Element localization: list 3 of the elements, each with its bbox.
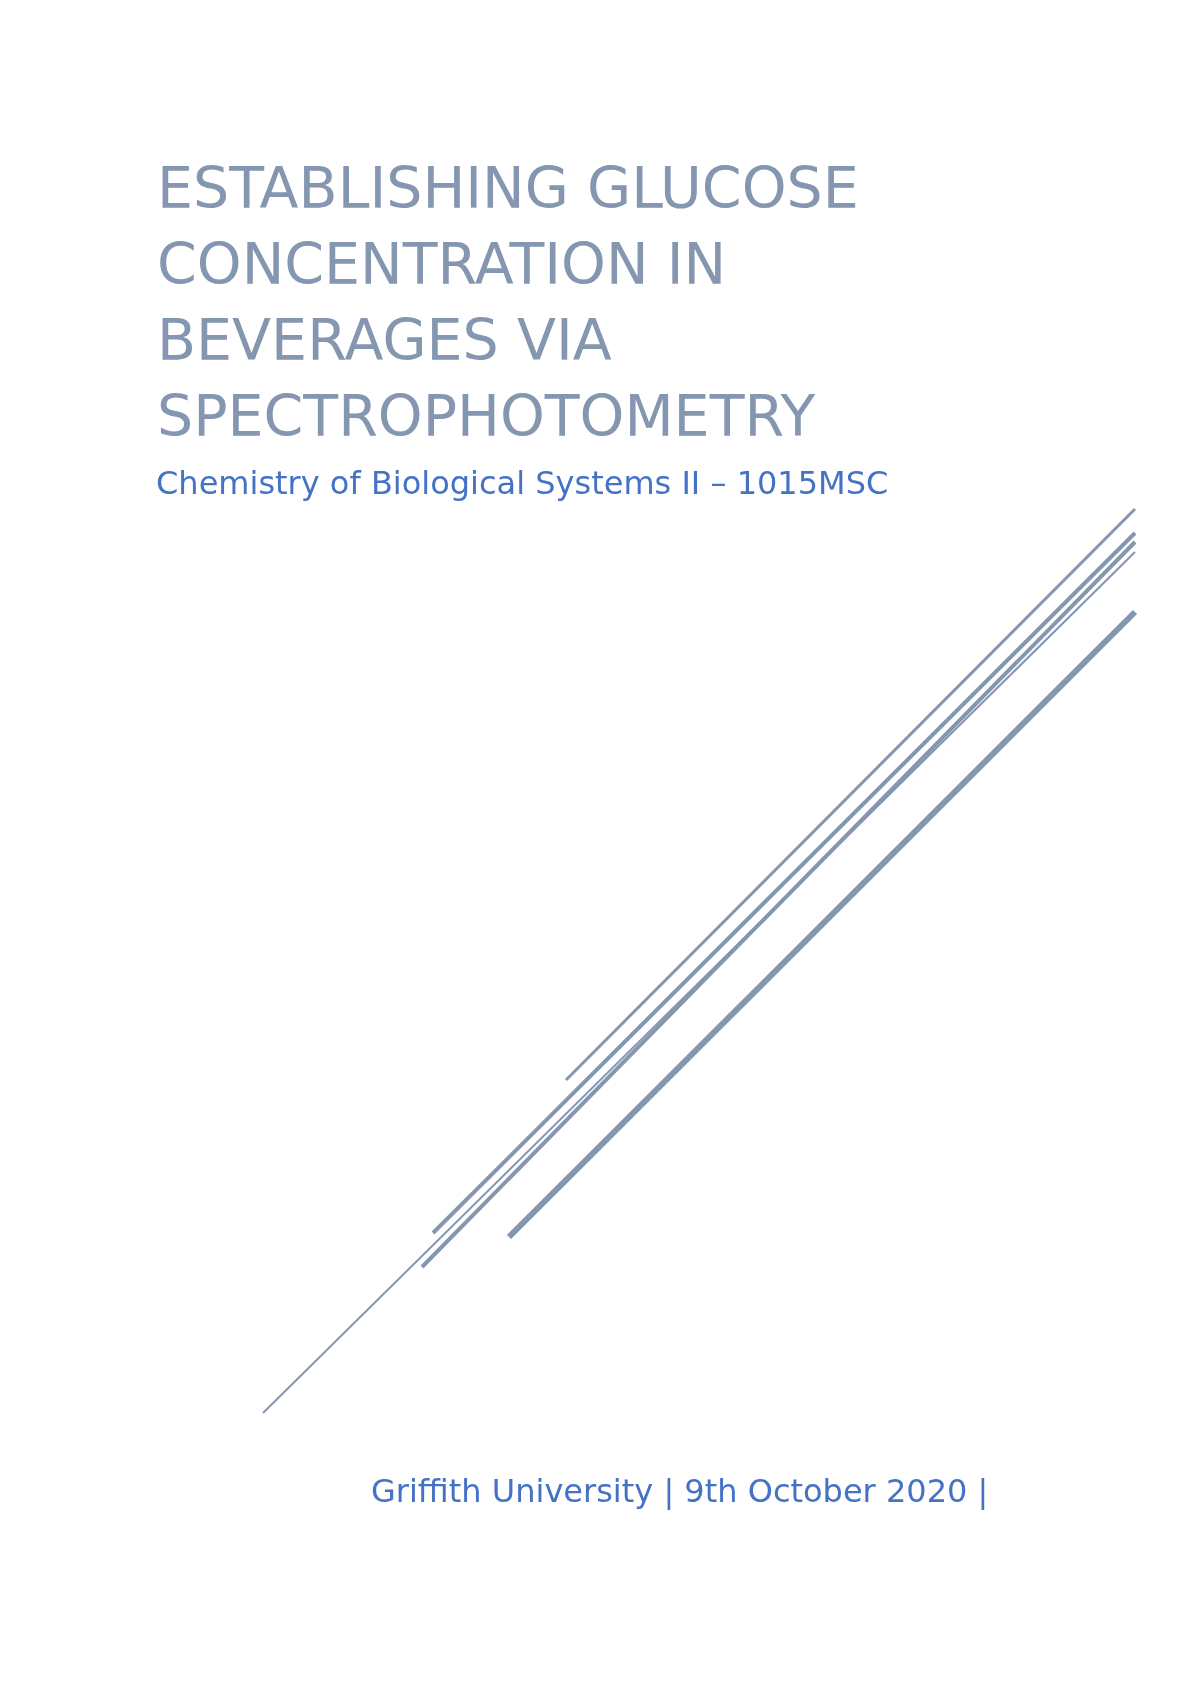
- cover-title: ESTABLISHING GLUCOSE CONCENTRATION IN BEVERAGES VIA SPECTROPHOTOMETRY: [157, 154, 860, 451]
- course-subtitle: Chemistry of Biological Systems II – 1015MSC: [156, 463, 889, 503]
- footer-text: Griffith University | 9th October 2020 |: [371, 1471, 989, 1511]
